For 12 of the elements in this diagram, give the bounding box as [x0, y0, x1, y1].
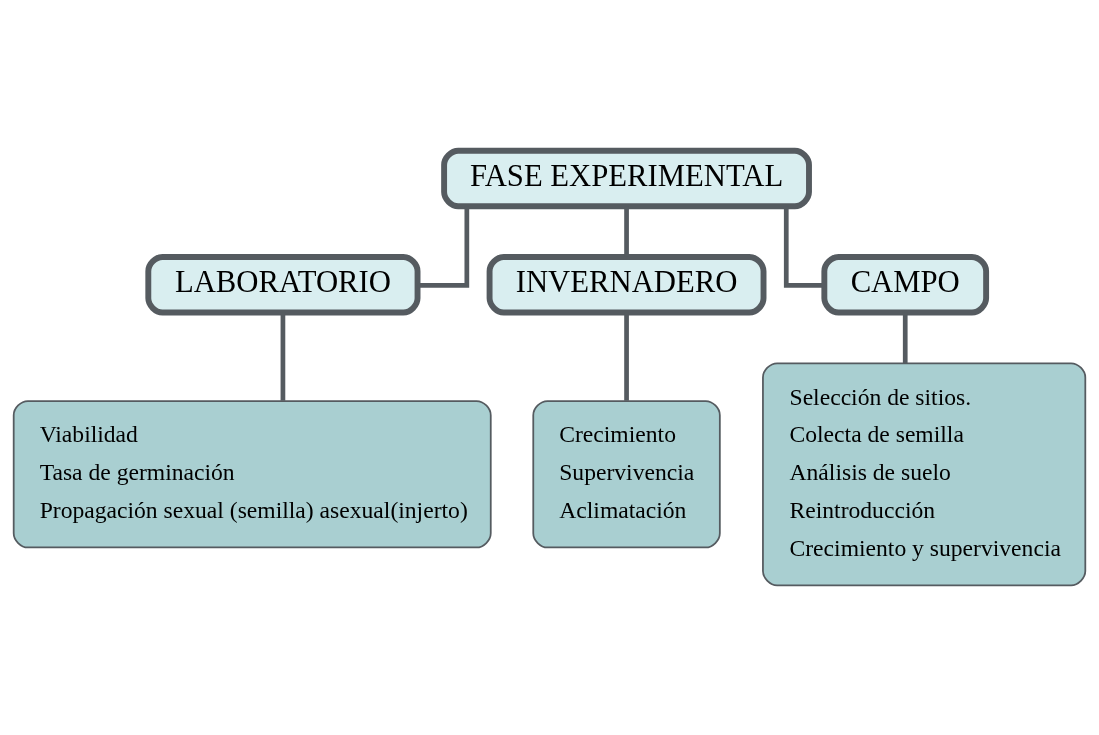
node-box: Selección de sitios. Colecta de semilla Análisis de suelo Reintroducción Crecimiento y supervivencia	[762, 361, 1087, 586]
node-box: CAMPO	[821, 253, 990, 315]
node-box: FASE EXPERIMENTAL	[441, 147, 812, 209]
connector	[624, 312, 629, 401]
node-box: Viabilidad Tasa de germinación Propagación sexual (semilla) asexual(injerto)	[12, 399, 492, 548]
connector	[783, 206, 825, 288]
connector	[280, 312, 286, 401]
node-box: LABORATORIO	[145, 253, 421, 315]
connector	[902, 312, 908, 363]
connector	[417, 206, 470, 288]
node-box: Crecimiento Supervivencia Aclimatación	[532, 399, 721, 548]
node-box: INVERNADERO	[486, 253, 767, 315]
